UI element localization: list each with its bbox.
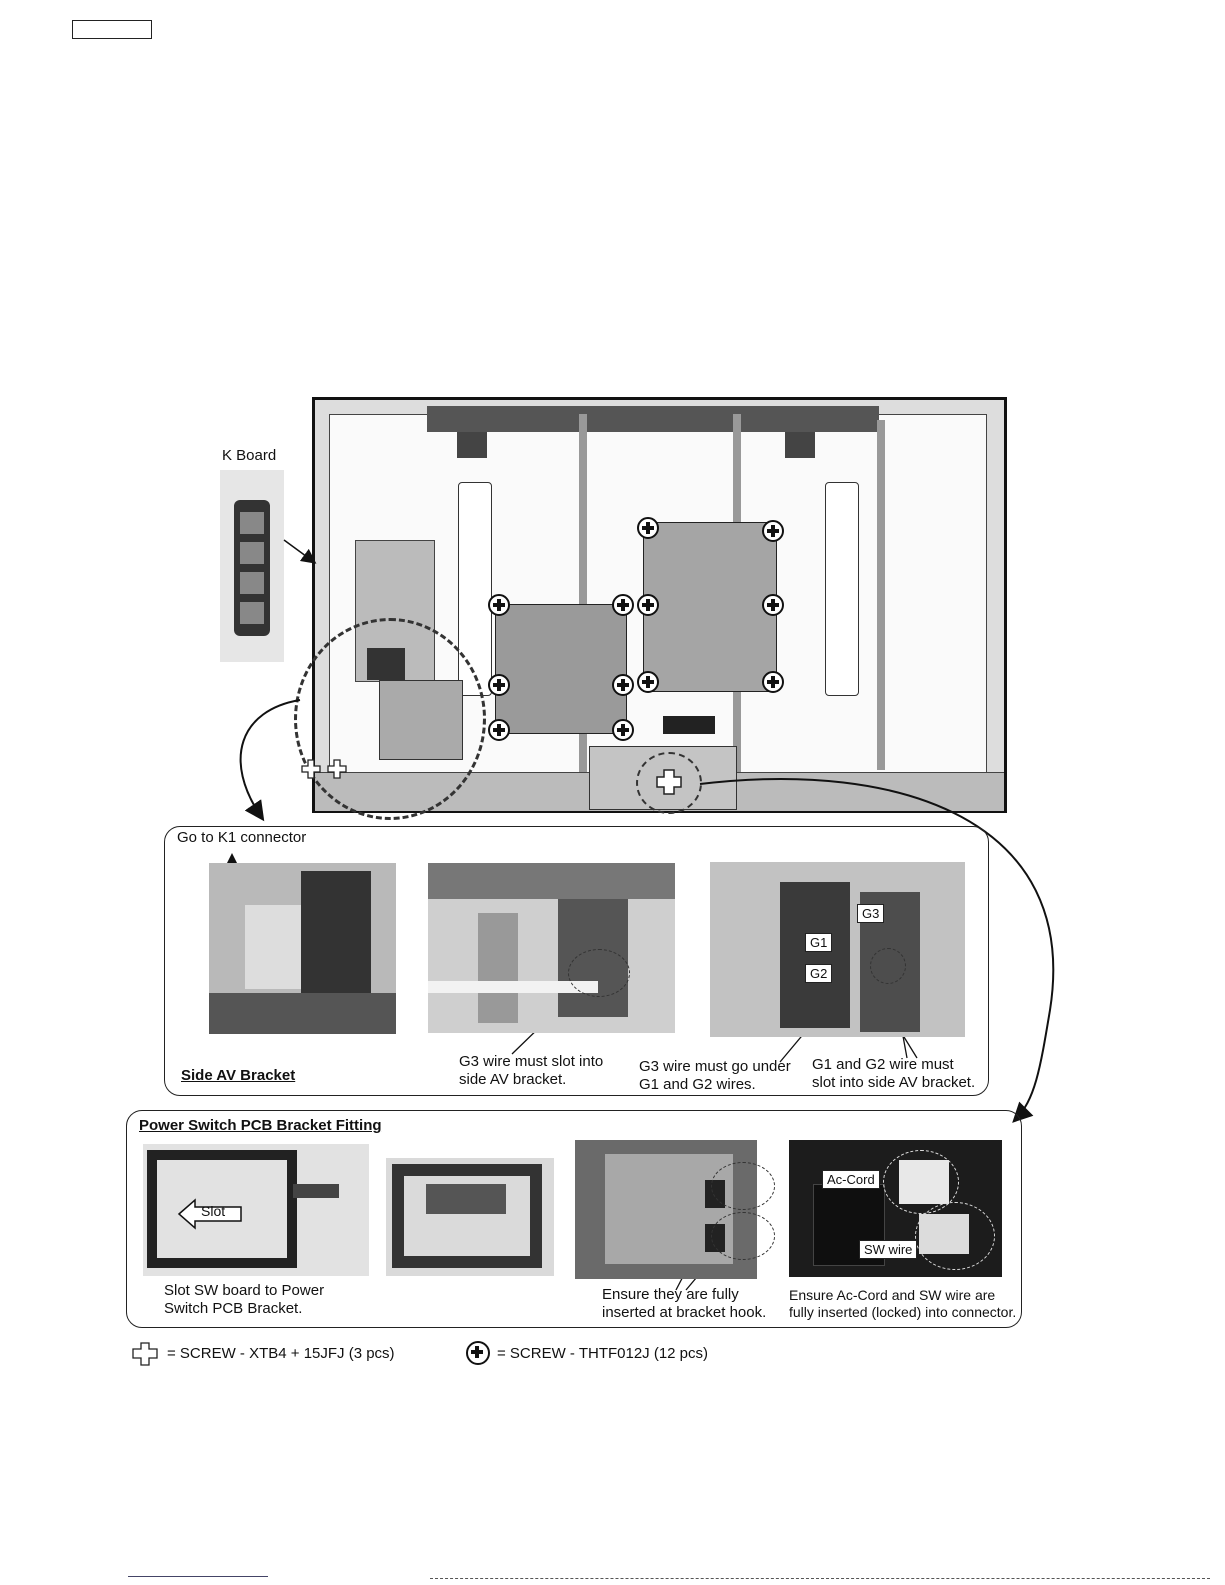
slot-label: Slot (201, 1203, 226, 1219)
side-av-title: Side AV Bracket (181, 1067, 296, 1084)
side-av-photo-1 (209, 863, 396, 1034)
legend-screw-2: = SCREW - THTF012J (12 pcs) (497, 1345, 709, 1362)
screw-round-icon (762, 671, 784, 693)
hook-circle-1 (711, 1162, 775, 1210)
screw-cross-icon (132, 1342, 158, 1366)
screw-round-icon (488, 719, 510, 741)
screw-round-icon (488, 674, 510, 696)
kboard-photo (220, 470, 284, 662)
side-av-panel (164, 826, 989, 1096)
power-switch-title: Power Switch PCB Bracket Fitting (139, 1117, 382, 1134)
header-box (72, 20, 152, 39)
legend-screw-1: = SCREW - XTB4 + 15JFJ (3 pcs) (167, 1345, 395, 1362)
power-switch-photo-4: Ac-Cord SW wire (789, 1140, 1002, 1277)
footer-rule (128, 1576, 268, 1577)
screw-round-icon (612, 674, 634, 696)
kboard-label: K Board (222, 447, 277, 464)
g3-label: G3 (857, 904, 885, 923)
screw-round-icon (637, 671, 659, 693)
g2-label: G2 (805, 964, 833, 983)
screw-round-icon (466, 1341, 490, 1365)
side-av-photo-2 (428, 863, 675, 1033)
ac-cord-label: Ac-Cord (822, 1170, 880, 1189)
g1-label: G1 (805, 933, 833, 952)
screw-cross-icon (301, 759, 347, 779)
footer-rule (430, 1578, 1210, 1579)
screw-round-icon (762, 594, 784, 616)
power-switch-panel (126, 1110, 1022, 1328)
sw-wire-label: SW wire (859, 1240, 918, 1259)
slot-arrow-icon (177, 1198, 242, 1230)
hook-circle-2 (711, 1212, 775, 1260)
power-switch-photo-1: Slot (143, 1144, 369, 1276)
screw-cross-icon (656, 769, 682, 795)
side-av-callout-circle (294, 618, 486, 820)
side-av-top-note: Go to K1 connector (177, 829, 307, 846)
side-av-photo-3: G3 G1 G2 (710, 862, 965, 1037)
power-switch-photo-2 (386, 1158, 554, 1276)
screw-round-icon (637, 517, 659, 539)
screw-round-icon (762, 520, 784, 542)
screw-round-icon (488, 594, 510, 616)
screw-round-icon (612, 594, 634, 616)
screw-round-icon (612, 719, 634, 741)
screw-round-icon (637, 594, 659, 616)
power-switch-photo-3 (575, 1140, 757, 1279)
